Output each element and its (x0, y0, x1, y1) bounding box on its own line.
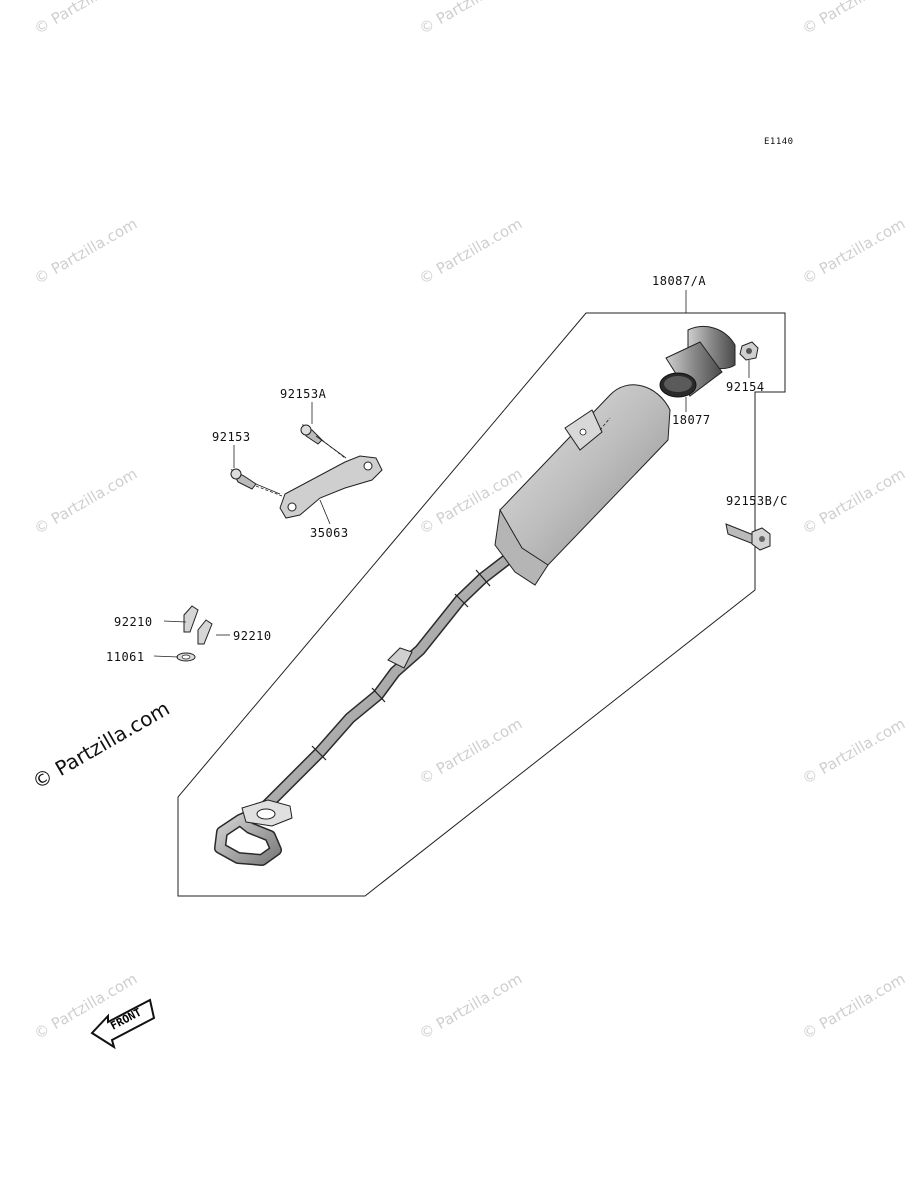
gasket-part (176, 652, 196, 662)
clip-left-part (183, 605, 199, 633)
assembly-outline (177, 312, 786, 897)
bolt-bc-part (725, 523, 771, 551)
part-label-nut[interactable]: 92154 (726, 380, 765, 394)
part-label-end-cap[interactable]: 18077 (672, 413, 711, 427)
part-label-bolt-a[interactable]: 92153A (280, 387, 327, 401)
diagram-code: E1140 (764, 137, 794, 147)
bolt-a-part (300, 423, 323, 445)
part-label-clip-left[interactable]: 92210 (114, 615, 153, 629)
nut-part (739, 341, 759, 361)
end-cap-assembly (659, 326, 736, 398)
part-label-clip-right[interactable]: 92210 (233, 629, 272, 643)
bolt-part (230, 468, 257, 490)
part-label-gasket[interactable]: 11061 (106, 650, 145, 664)
bracket-part (279, 455, 383, 519)
leader-lines (153, 290, 756, 658)
part-label-bolt-bc[interactable]: 92153B/C (726, 494, 788, 508)
clip-right-part (197, 619, 213, 645)
front-direction-arrow: FRONT (90, 998, 156, 1050)
part-label-bracket[interactable]: 35063 (310, 526, 349, 540)
muffler-body (494, 384, 671, 586)
part-label-bolt[interactable]: 92153 (212, 430, 251, 444)
part-label-muffler-assembly[interactable]: 18087/A (652, 274, 707, 288)
header-pipe (214, 542, 528, 866)
